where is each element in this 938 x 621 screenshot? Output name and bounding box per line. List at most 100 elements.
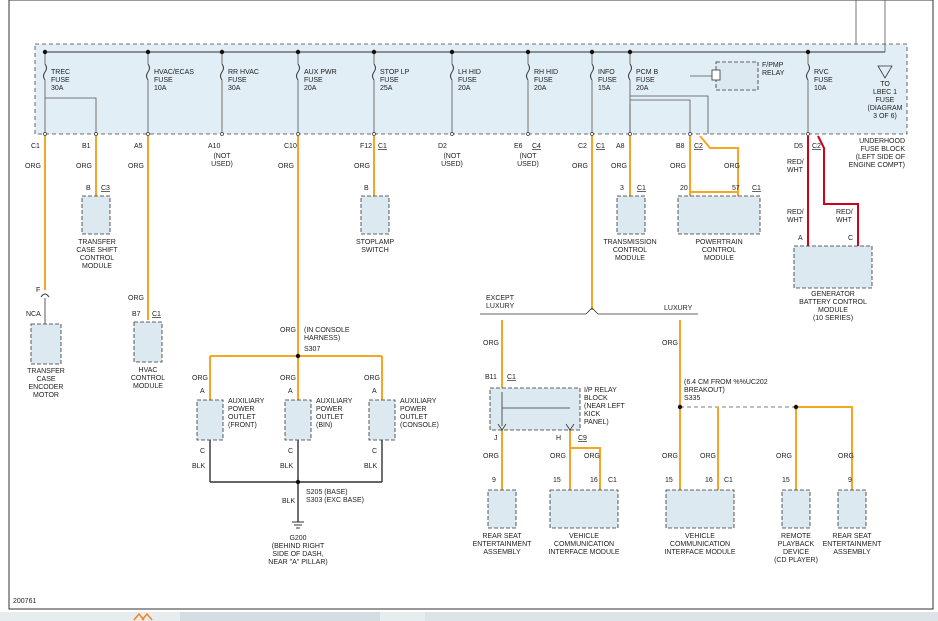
connector-label: C1 xyxy=(724,477,733,484)
wire-color-label: BLK xyxy=(282,498,296,505)
fuse-icon xyxy=(590,63,594,81)
fuse-icon xyxy=(296,63,300,81)
brand-logo-icon xyxy=(133,613,153,621)
bus-junction-dot xyxy=(805,49,811,55)
pin-label: A5 xyxy=(134,143,143,150)
fuse-icon xyxy=(146,63,150,81)
wire-color-label: ORG xyxy=(76,163,92,170)
vcim-2-box xyxy=(665,489,735,529)
component-label: STOPLAMP xyxy=(356,239,394,246)
pin-label: 15 xyxy=(553,477,561,484)
arrow-down-icon xyxy=(877,65,893,79)
fuse-icon xyxy=(220,63,224,81)
component-label: HVAC xyxy=(139,367,158,374)
pin-label: B1 xyxy=(82,143,91,150)
generator-battery-box xyxy=(793,245,873,289)
component-label: ASSEMBLY xyxy=(833,549,871,556)
wire-color-label: ORG xyxy=(584,453,600,460)
pin-label: B xyxy=(364,185,369,192)
fuse-amps: 20A xyxy=(636,85,649,92)
component-label: COMMUNICATION xyxy=(670,541,730,548)
component-label: MODULE xyxy=(615,255,645,262)
pin-label: C xyxy=(200,448,205,455)
component-label: (NEAR LEFT xyxy=(584,403,626,410)
wire-color-label: WHT xyxy=(787,217,804,224)
not-used-label: USED) xyxy=(517,161,539,168)
component-label: MODULE xyxy=(818,307,848,314)
pin-label: 16 xyxy=(705,477,713,484)
component-label: TRANSMISSION xyxy=(603,239,656,246)
fuse-name: LH HID xyxy=(458,69,481,76)
fuse-amps: 20A xyxy=(458,85,471,92)
bus-junction-dot xyxy=(627,49,633,55)
option-label: LUXURY xyxy=(486,303,515,310)
component-label: PLAYBACK xyxy=(778,541,815,548)
pin-terminal-icon xyxy=(688,132,692,136)
tcm-box xyxy=(616,195,646,235)
lbec-label: 3 OF 6) xyxy=(873,113,897,120)
component-label: CONTROL xyxy=(613,247,647,254)
pin-label: B8 xyxy=(676,143,685,150)
fuse-amps: 30A xyxy=(51,85,64,92)
component-label: BLOCK xyxy=(584,395,608,402)
wire-color-label: ORG xyxy=(662,453,678,460)
component-label: DEVICE xyxy=(783,549,809,556)
component-label: AUXILIARY xyxy=(228,398,265,405)
fuse-icon xyxy=(372,63,376,81)
ip-relay-block-box xyxy=(489,387,581,431)
pin-terminal-icon xyxy=(450,132,454,136)
vcim-wire xyxy=(569,430,601,490)
wire-color-label: ORG xyxy=(662,340,678,347)
fuse-name: INFO xyxy=(598,69,615,76)
bus-junction-dot xyxy=(525,49,531,55)
component-label: OUTLET xyxy=(316,414,344,421)
component-label: (CONSOLE) xyxy=(400,422,439,429)
lbec-label: LBEC 1 xyxy=(873,89,897,96)
pin-terminal-icon xyxy=(146,132,150,136)
splice-label: S205 (BASE) xyxy=(306,489,348,496)
breakout-label: (6.4 CM FROM %%UC202 xyxy=(684,379,768,386)
wire-color-label: ORG xyxy=(278,163,294,170)
wire-color-label: ORG xyxy=(572,163,588,170)
splice-dot xyxy=(793,404,799,410)
component-label: TRANSFER xyxy=(27,368,65,375)
fuel-pump-relay-box xyxy=(715,61,759,91)
pin-label: 15 xyxy=(782,477,790,484)
connector-icon xyxy=(40,293,50,298)
component-label: CASE xyxy=(36,376,55,383)
component-label: REAR SEAT xyxy=(832,533,872,540)
rear-seat-1-box xyxy=(487,489,517,529)
red-wht-wire xyxy=(817,135,859,246)
fuse-icon xyxy=(450,63,454,81)
component-label: MOTOR xyxy=(33,392,59,399)
wire-color-label: RED/ xyxy=(836,209,853,216)
wire-color-label: ORG xyxy=(128,295,144,302)
fuse-amps: 10A xyxy=(154,85,167,92)
footer-segment xyxy=(180,612,380,621)
option-split-icon xyxy=(480,307,698,315)
pin-label: A xyxy=(288,388,293,395)
component-label: PANEL) xyxy=(584,419,609,426)
bus-junction-dot xyxy=(371,49,377,55)
wire-color-label: ORG xyxy=(776,453,792,460)
fuse-type: FUSE xyxy=(534,77,553,84)
not-used-label: (NOT xyxy=(213,153,231,160)
vcim-1-box xyxy=(549,489,619,529)
wire-color-label: ORG xyxy=(483,453,499,460)
splice-label: S335 xyxy=(684,395,700,402)
component-label: KICK xyxy=(584,411,601,418)
wire-color-label: ORG xyxy=(724,163,740,170)
page-footer-strip xyxy=(0,612,938,621)
option-label: EXCEPT xyxy=(486,295,515,302)
pin-label: C xyxy=(288,448,293,455)
fuse-icon xyxy=(806,63,810,81)
connector-label: C2 xyxy=(694,143,703,150)
bus-junction-dot xyxy=(589,49,595,55)
pcm-box xyxy=(677,195,761,235)
component-label: REMOTE xyxy=(781,533,811,540)
wire-color-label: WHT xyxy=(836,217,853,224)
lbec-label: FUSE xyxy=(876,97,895,104)
component-label: TRANSFER xyxy=(78,239,116,246)
